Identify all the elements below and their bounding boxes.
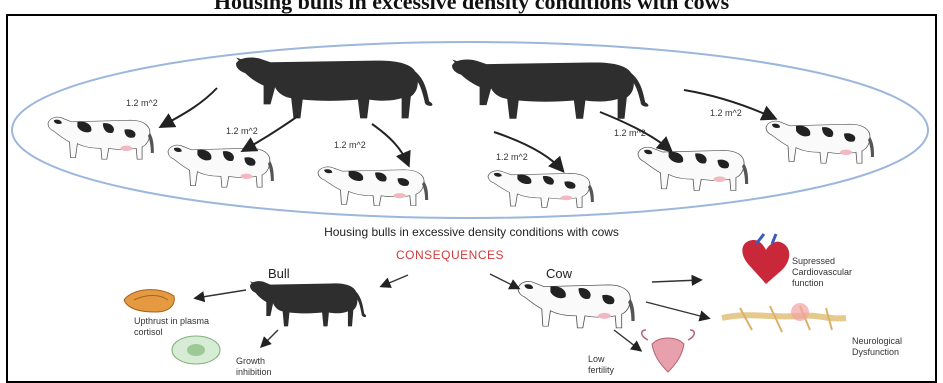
bull-consequence-figure: [250, 281, 366, 326]
spinal-nerve-icon: [722, 303, 846, 332]
cow-2: [168, 145, 274, 187]
cow-4: [488, 171, 594, 208]
cow-heading: Cow: [546, 266, 572, 281]
fertility-effect-label: Low fertility: [588, 354, 632, 376]
bull-silhouette-left: [236, 58, 432, 119]
cortisol-effect-label: Upthrust in plasma cortisol: [134, 316, 224, 338]
area-label-4: 1.2 m^2: [496, 152, 528, 163]
growth-effect-label: Growth inhibition: [236, 356, 296, 378]
bull-heading: Bull: [268, 266, 290, 281]
growth-cell-icon: [172, 336, 220, 364]
cow-6: [766, 121, 874, 163]
neurological-effect-label: Neurological Dysfunction: [852, 336, 922, 358]
area-label-3: 1.2 m^2: [334, 140, 366, 151]
adrenal-gland-icon: [124, 290, 174, 312]
cropped-title: Housing bulls in excessive density condi…: [0, 0, 943, 16]
heart-icon: [742, 234, 789, 284]
cow-1: [48, 117, 154, 159]
cardiovascular-effect-label: Supressed Cardiovascular function: [792, 256, 882, 289]
area-label-1: 1.2 m^2: [126, 98, 158, 109]
uterus-icon: [642, 330, 695, 372]
consequences-heading: CONSEQUENCES: [360, 248, 540, 262]
area-label-6: 1.2 m^2: [710, 108, 742, 119]
bull-silhouette-right: [452, 60, 648, 119]
cow-consequence-figure: [518, 281, 635, 327]
area-label-2: 1.2 m^2: [226, 126, 258, 137]
cow-3: [318, 167, 428, 206]
diagram-caption: Housing bulls in excessive density condi…: [0, 225, 943, 239]
area-label-5: 1.2 m^2: [614, 128, 646, 139]
cow-5: [638, 147, 748, 190]
